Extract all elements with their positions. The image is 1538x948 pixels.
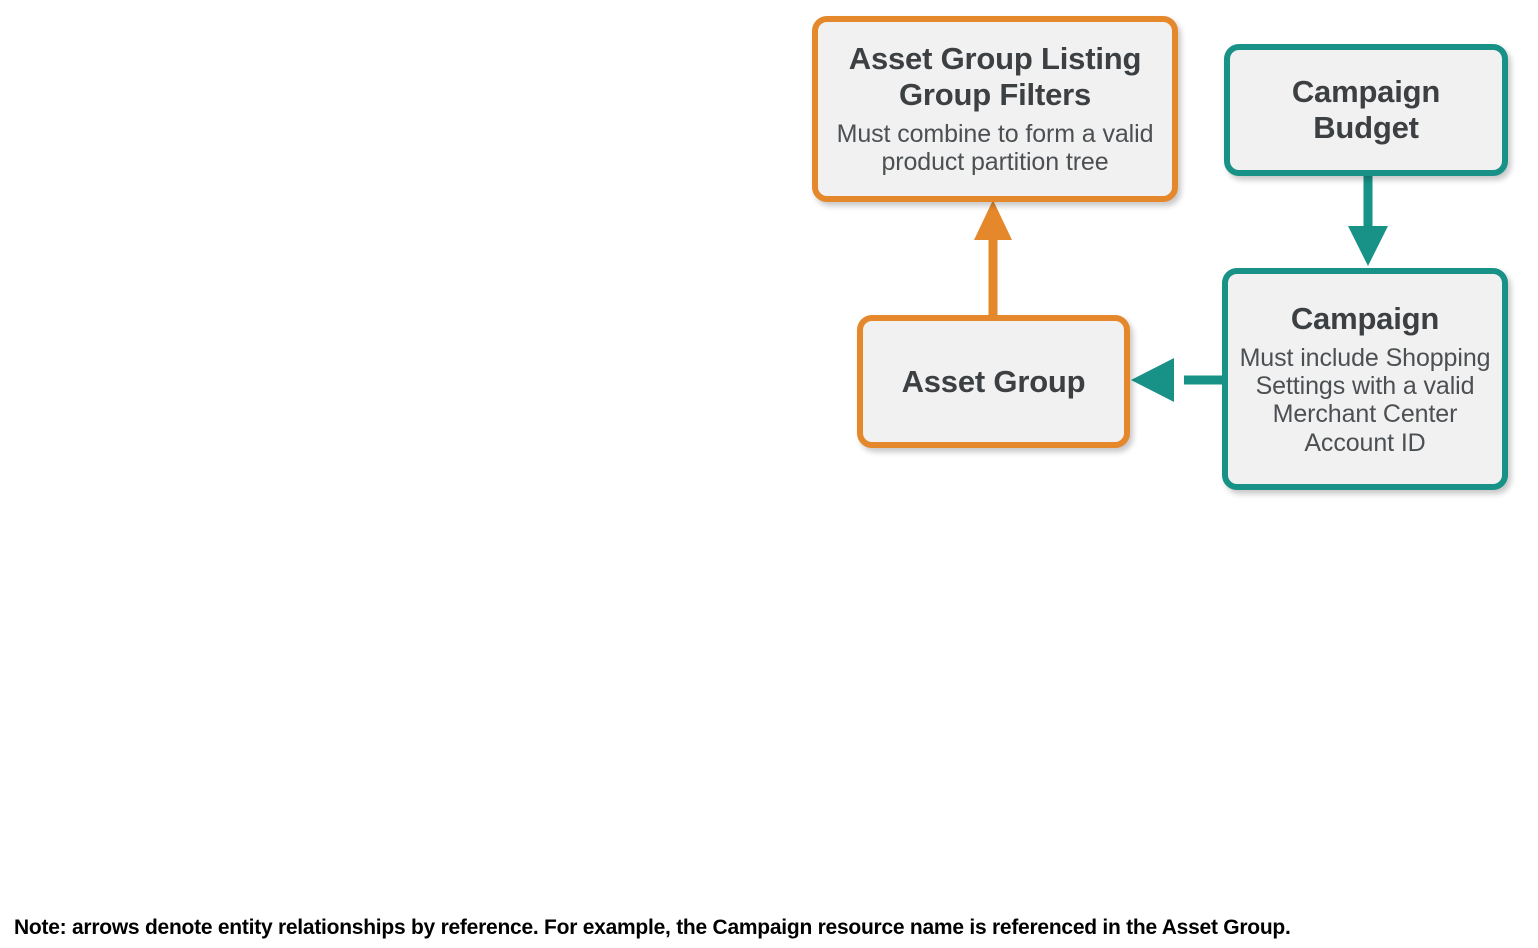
- diagram-note: Note: arrows denote entity relationships…: [14, 916, 1291, 939]
- node-campaign-budget[interactable]: Campaign Budget: [1224, 44, 1508, 176]
- arrowhead-up-icon: [974, 200, 1012, 240]
- node-subtitle: Must combine to form a valid product par…: [836, 120, 1154, 177]
- node-asset-group[interactable]: Asset Group: [857, 315, 1130, 448]
- node-title: Asset Group Listing Group Filters: [848, 41, 1142, 113]
- node-title: Campaign Budget: [1291, 74, 1441, 145]
- node-title: Campaign: [1290, 301, 1440, 337]
- edge-campaign-to-asset-group: [1131, 358, 1224, 402]
- edge-campaign-budget-to-campaign: [1348, 174, 1388, 266]
- arrowhead-left-icon: [1131, 358, 1174, 402]
- node-campaign[interactable]: Campaign Must include Shopping Settings …: [1222, 268, 1508, 490]
- node-title: Asset Group: [901, 363, 1086, 399]
- node-asset-group-listing-group-filters[interactable]: Asset Group Listing Group Filters Must c…: [812, 16, 1178, 202]
- node-subtitle: Must include Shopping Settings with a va…: [1239, 343, 1491, 457]
- edge-asset-group-to-filters: [974, 200, 1012, 318]
- arrowhead-down-icon: [1348, 226, 1388, 266]
